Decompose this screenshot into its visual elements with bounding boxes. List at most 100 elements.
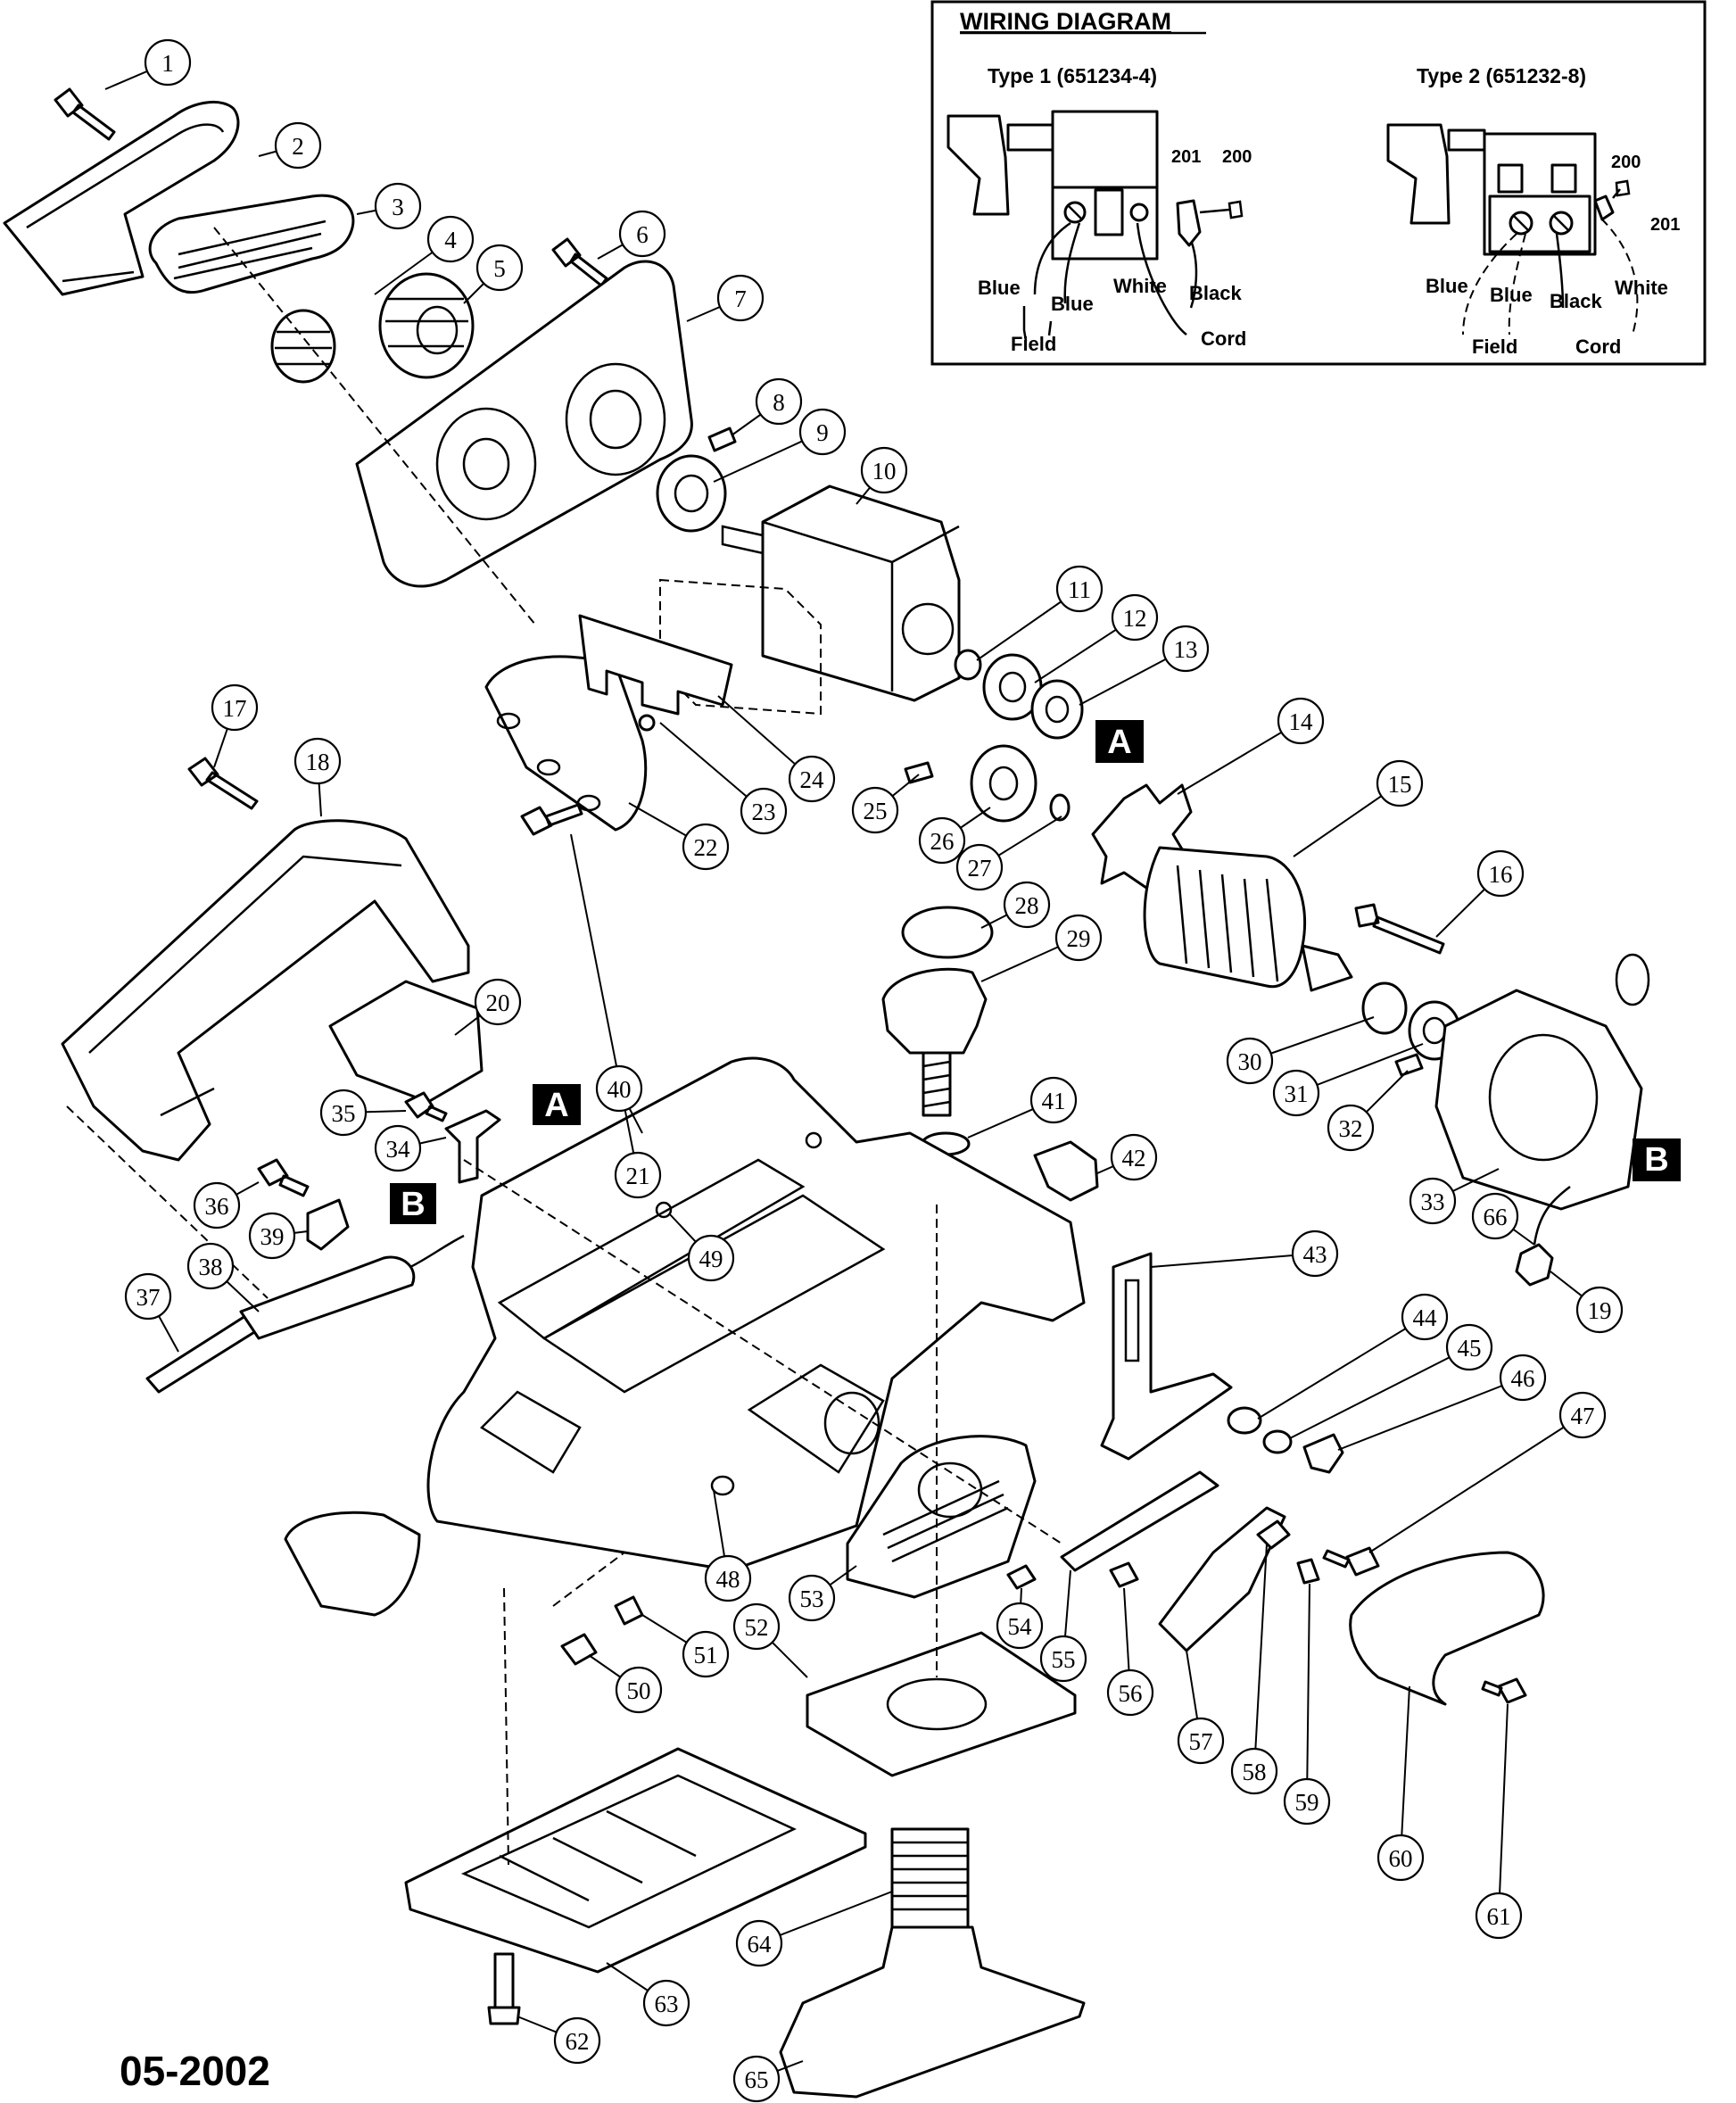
part-screw-61: [1481, 1677, 1527, 1704]
leader-line-60: [1400, 1685, 1410, 1859]
part-spring-51: [614, 1595, 644, 1626]
callout-label-1: 1: [161, 50, 174, 77]
callout-circle-63: [642, 1979, 690, 2027]
callout-10: 10: [860, 446, 908, 494]
callout-circle-6: [618, 210, 666, 258]
leader-line-64: [758, 1891, 893, 1944]
part-main-housing: [426, 1056, 1086, 1572]
callout-label-20: 20: [486, 989, 510, 1016]
part-screw-21: [520, 803, 583, 836]
callout-31: 31: [1272, 1069, 1320, 1117]
callout-circle-29: [1054, 914, 1103, 962]
callout-19: 19: [1575, 1286, 1624, 1334]
part-pin-25: [904, 761, 934, 784]
part-blade-cover: [484, 655, 648, 832]
part-bolt-16: [1354, 903, 1445, 955]
callout-5: 5: [475, 244, 524, 292]
part-spring-64: [890, 1827, 970, 1929]
part-fan: [1091, 783, 1193, 890]
callout-25: 25: [851, 786, 899, 834]
callout-label-35: 35: [332, 1100, 356, 1127]
type1-label-blue-1: Blue: [978, 277, 1021, 299]
callout-65: 65: [732, 2055, 781, 2103]
part-pin-59: [1296, 1558, 1320, 1585]
callout-label-58: 58: [1243, 1759, 1267, 1785]
callout-circle-32: [1327, 1104, 1375, 1152]
callout-label-19: 19: [1588, 1297, 1612, 1324]
callout-circle-13: [1161, 625, 1210, 673]
callout-label-59: 59: [1295, 1789, 1319, 1816]
callout-circle-17: [211, 683, 259, 732]
part-screw-17: [187, 757, 259, 810]
callout-label-17: 17: [223, 695, 247, 722]
callout-circle-24: [788, 755, 836, 803]
type2-label-field: Field: [1472, 335, 1517, 358]
callout-circle-53: [788, 1574, 836, 1622]
leader-line-45: [1289, 1346, 1470, 1439]
callout-circle-46: [1499, 1354, 1547, 1402]
callout-label-13: 13: [1174, 636, 1198, 663]
callout-circle-66: [1471, 1192, 1519, 1240]
part-bearing-26: [970, 744, 1037, 823]
svg-text:B: B: [401, 1186, 425, 1223]
callout-4: 4: [426, 215, 475, 263]
callout-circle-20: [474, 978, 522, 1026]
callout-circle-12: [1111, 593, 1159, 642]
callout-circle-9: [798, 408, 847, 456]
type1-label-field: Field: [1011, 333, 1056, 355]
callout-label-21: 21: [626, 1163, 650, 1189]
marker-a-right: A: [1095, 720, 1144, 763]
part-pad-52: [806, 1631, 1077, 1777]
callout-57: 57: [1177, 1717, 1225, 1765]
callout-label-40: 40: [608, 1076, 632, 1103]
callout-circle-38: [186, 1242, 235, 1290]
type2-label-cord: Cord: [1575, 335, 1621, 358]
axis-line-6: [552, 1552, 625, 1607]
part-field: [1434, 989, 1643, 1211]
callout-label-39: 39: [260, 1223, 285, 1250]
marker-a-left: A: [533, 1084, 581, 1125]
callout-circle-15: [1376, 759, 1424, 807]
callout-label-53: 53: [800, 1586, 824, 1612]
type2-label-blue-2: Blue: [1490, 284, 1533, 306]
callout-circle-8: [755, 377, 803, 426]
callout-label-46: 46: [1511, 1365, 1535, 1392]
callout-circle-45: [1445, 1323, 1493, 1371]
callout-9: 9: [798, 408, 847, 456]
part-screw-47: [1322, 1546, 1380, 1577]
callout-label-51: 51: [694, 1642, 718, 1668]
callout-circle-33: [1409, 1177, 1457, 1225]
callout-circle-14: [1277, 697, 1325, 745]
callout-34: 34: [374, 1124, 422, 1172]
parts-artwork: [3, 87, 1650, 2099]
callout-label-10: 10: [872, 458, 897, 484]
callout-circle-54: [996, 1602, 1044, 1650]
callout-circle-51: [682, 1630, 730, 1678]
callout-label-37: 37: [136, 1284, 161, 1311]
callout-circle-57: [1177, 1717, 1225, 1765]
callout-label-31: 31: [1285, 1080, 1309, 1107]
wiring-diagram-title: WIRING DIAGRAM: [960, 8, 1171, 35]
type2-label-blue-1: Blue: [1426, 275, 1468, 297]
callout-circle-5: [475, 244, 524, 292]
callout-29: 29: [1054, 914, 1103, 962]
type1-label-cord: Cord: [1201, 327, 1246, 350]
callout-circle-40: [595, 1064, 643, 1113]
part-lens: [284, 1511, 421, 1617]
callout-circle-39: [248, 1212, 296, 1260]
type2-label-white: White: [1615, 277, 1668, 299]
callout-26: 26: [918, 816, 966, 865]
part-large-pulley: [378, 272, 475, 379]
leader-line-44: [1257, 1316, 1426, 1420]
callout-circle-64: [735, 1919, 783, 1967]
type2-terminal: [1593, 195, 1615, 221]
callout-circle-11: [1055, 565, 1104, 613]
axis-line-1: [66, 1105, 269, 1299]
callout-label-7: 7: [734, 286, 747, 312]
callout-label-24: 24: [800, 766, 825, 793]
callout-circle-28: [1003, 881, 1051, 929]
callout-circle-50: [615, 1666, 663, 1714]
callout-circle-60: [1376, 1834, 1425, 1882]
callout-63: 63: [642, 1979, 690, 2027]
